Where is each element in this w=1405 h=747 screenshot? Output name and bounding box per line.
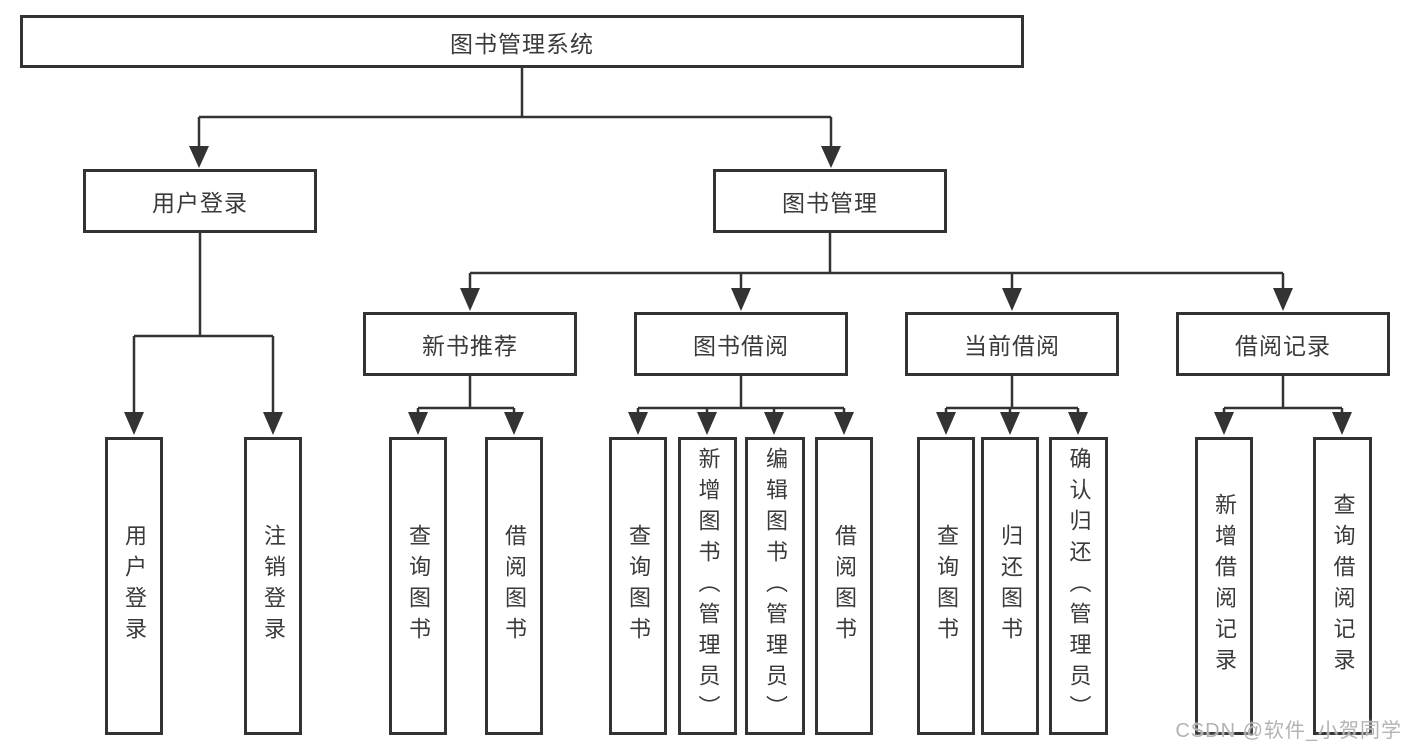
node-new-book-recommend: 新书推荐 xyxy=(363,312,577,376)
csdn-watermark: CSDN @软件_小贺同学 xyxy=(1175,720,1402,742)
node-label: 注销登录 xyxy=(261,524,286,648)
node-label: 查询图书 xyxy=(406,524,431,648)
node-label: 查询借阅记录 xyxy=(1330,493,1356,679)
node-bb-query-books: 查询图书 xyxy=(609,437,667,735)
node-ul-logout: 注销登录 xyxy=(244,437,302,735)
connector-user-login xyxy=(124,233,283,435)
connector-borrow-records xyxy=(1214,376,1352,435)
node-bb-borrow-books: 借阅图书 xyxy=(815,437,873,735)
node-borrow-records: 借阅记录 xyxy=(1176,312,1390,376)
node-current-borrow: 当前借阅 xyxy=(905,312,1119,376)
node-book-borrow: 图书借阅 xyxy=(634,312,848,376)
node-bb-edit-book-admin: 编辑图书（管理员） xyxy=(745,437,805,735)
connector-book-management xyxy=(460,233,1293,311)
node-cb-return-books: 归还图书 xyxy=(981,437,1039,735)
node-cb-query-books: 查询图书 xyxy=(917,437,975,735)
node-label: 归还图书 xyxy=(998,524,1023,648)
node-label: 借阅图书 xyxy=(502,524,527,648)
node-label: 借阅图书 xyxy=(832,524,857,648)
node-label: 编辑图书（管理员） xyxy=(763,446,788,726)
node-label: 查询图书 xyxy=(626,524,651,648)
node-cb-confirm-return-admin: 确认归还（管理员） xyxy=(1049,437,1108,735)
node-user-login: 用户登录 xyxy=(83,169,317,233)
node-br-add-record: 新增借阅记录 xyxy=(1195,437,1253,735)
node-nbr-query-books: 查询图书 xyxy=(389,437,447,735)
node-label: 新增图书（管理员） xyxy=(695,446,721,726)
node-label: 确认归还（管理员） xyxy=(1066,446,1092,726)
node-nbr-borrow-books: 借阅图书 xyxy=(485,437,543,735)
node-br-query-record: 查询借阅记录 xyxy=(1313,437,1372,735)
node-label: 用户登录 xyxy=(122,524,147,648)
connector-current-borrow xyxy=(936,376,1088,435)
connector-new-book-recommend xyxy=(408,376,524,435)
node-label: 新增借阅记录 xyxy=(1212,493,1237,679)
connector-root xyxy=(189,68,841,168)
node-ul-user-login: 用户登录 xyxy=(105,437,163,735)
connector-book-borrow xyxy=(628,376,854,435)
node-book-management: 图书管理 xyxy=(713,169,947,233)
node-bb-add-book-admin: 新增图书（管理员） xyxy=(678,437,737,735)
node-label: 查询图书 xyxy=(934,524,959,648)
node-root: 图书管理系统 xyxy=(20,15,1024,68)
